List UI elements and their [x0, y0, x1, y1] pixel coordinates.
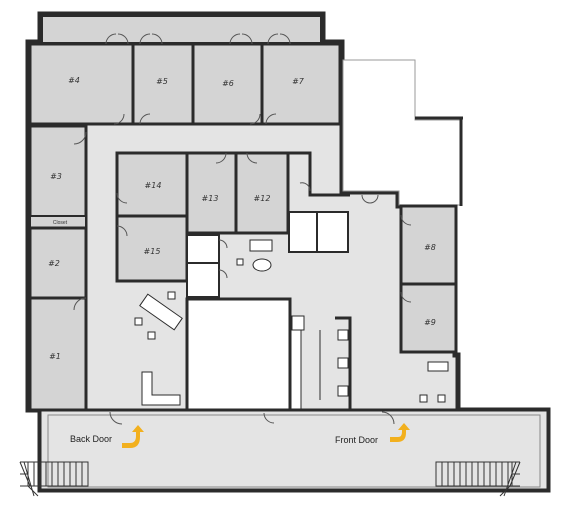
right-wall: [335, 316, 352, 410]
door-swings: [73, 33, 412, 425]
room-5: [131, 42, 195, 126]
room-7: [260, 42, 342, 126]
room-label-4: #4: [68, 76, 80, 85]
fixture: [337, 385, 349, 397]
room-label-6: #6: [222, 79, 234, 88]
storage-b: [186, 262, 220, 298]
chair: [147, 331, 156, 340]
fixture: [337, 329, 349, 341]
back-door-label: Back Door: [70, 434, 112, 444]
sofa: [427, 361, 449, 372]
room-label-2: #2: [48, 259, 60, 268]
room-label-closet: Closet: [53, 220, 68, 226]
room-13: [185, 151, 238, 235]
chair: [134, 317, 143, 326]
central-room: [185, 297, 292, 415]
room-label-13: #13: [202, 194, 219, 203]
room-9: [399, 282, 458, 354]
open-courtyard: [342, 59, 463, 206]
room-12: [234, 151, 290, 235]
chair: [419, 394, 428, 403]
room-14: [115, 151, 189, 218]
room-label-9: #9: [424, 318, 436, 327]
front-door-arrow-icon: [390, 423, 410, 442]
fixture: [337, 357, 349, 369]
front-door-label: Front Door: [335, 435, 378, 445]
chair: [437, 394, 446, 403]
room-label-3: #3: [50, 172, 62, 181]
stairs-right-icon: [435, 461, 521, 497]
appliance: [291, 315, 305, 331]
storage-a: [186, 234, 220, 264]
room-label-1: #1: [49, 352, 61, 361]
bottom-inner: [47, 414, 541, 488]
desk: [139, 293, 183, 331]
room-label-15: #15: [144, 247, 161, 256]
inner-partition: [288, 151, 350, 197]
table: [252, 258, 272, 272]
stairs-left-icon: [19, 461, 89, 497]
room-label-14: #14: [145, 181, 162, 190]
room-8: [399, 204, 458, 286]
room-label-5: #5: [156, 77, 168, 86]
chair: [236, 258, 244, 266]
restroom-a: [288, 211, 318, 253]
room-label-7: #7: [292, 77, 305, 86]
back-door-arrow-icon: [122, 425, 144, 448]
chair: [167, 291, 176, 300]
room-4: [28, 42, 135, 126]
room-label-12: #12: [254, 194, 271, 203]
room-label-8: #8: [424, 243, 436, 252]
l-desk: [141, 371, 181, 406]
room-1: [28, 296, 88, 412]
room-6: [191, 42, 264, 126]
sofa: [249, 239, 273, 252]
top-strip: [41, 15, 322, 44]
restroom-b: [316, 211, 349, 253]
